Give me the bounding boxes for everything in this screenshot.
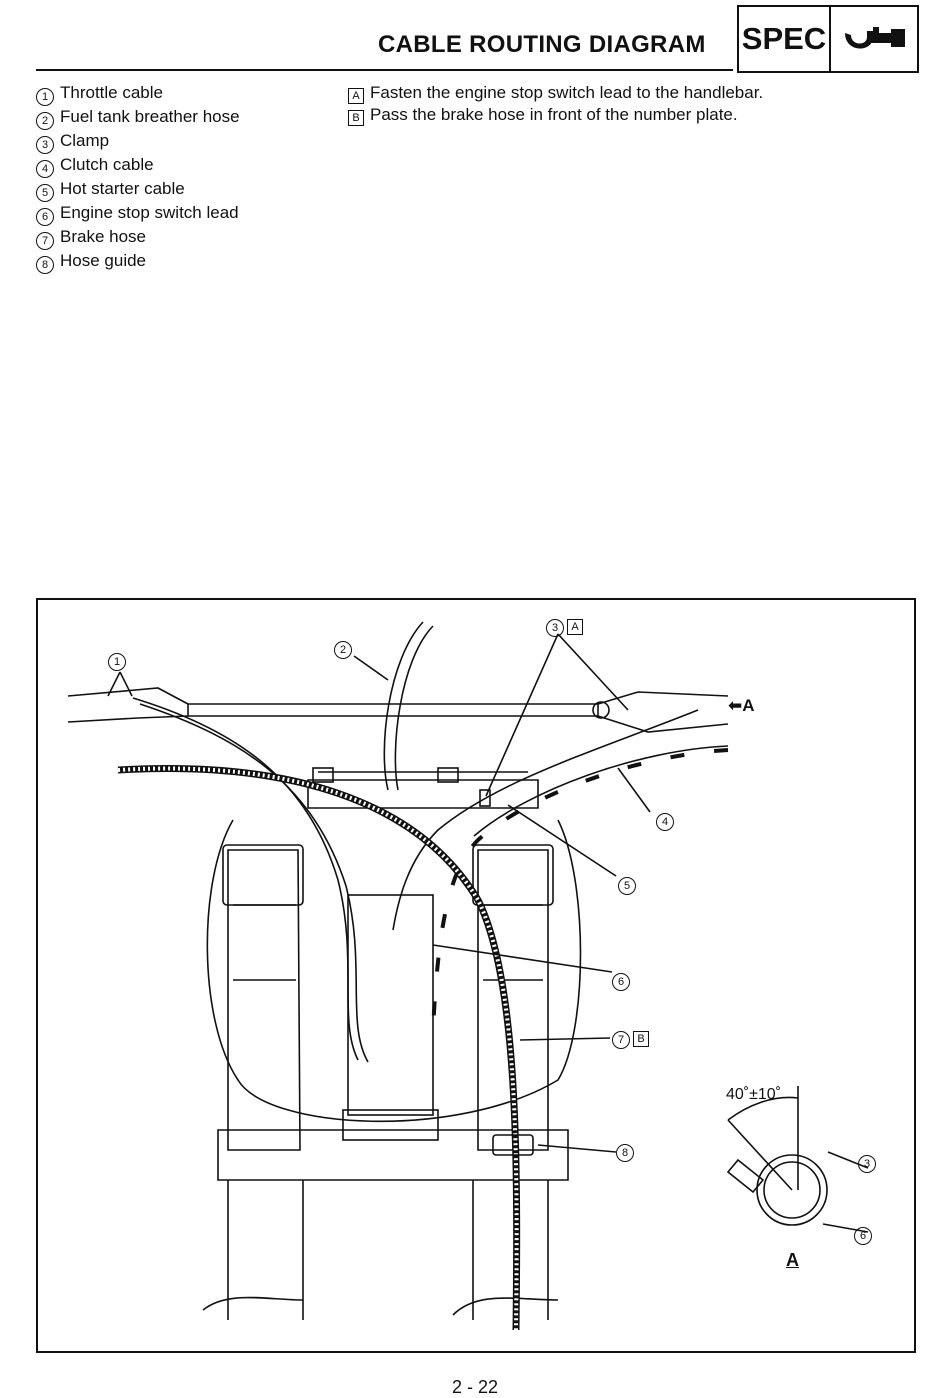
note-item: A Fasten the engine stop switch lead to t… xyxy=(348,82,763,104)
callout-clutch-cable: 4 xyxy=(656,812,674,831)
legend-number: 3 xyxy=(36,136,54,154)
lower-clamp xyxy=(217,1129,569,1181)
note-text: Fasten the engine stop switch lead to th… xyxy=(370,83,764,102)
right-fork xyxy=(477,849,549,1151)
legend-item: 3 Clamp xyxy=(36,130,240,154)
legend-text: Clamp xyxy=(60,131,110,150)
clutch-cable xyxy=(431,748,729,1031)
callout-detail-stop-lead: 6 xyxy=(854,1226,872,1245)
view-arrow-a: ⬅A xyxy=(728,696,755,715)
detail-view-clamp xyxy=(756,1154,828,1226)
handlebar-right xyxy=(597,691,729,733)
note-text: Pass the brake hose in front of the numb… xyxy=(370,105,738,124)
note-letter: A xyxy=(348,88,364,104)
angle-label: 40˚±10˚ xyxy=(726,1086,782,1103)
callout-throttle-cable: 1 xyxy=(108,652,126,671)
steering-stem xyxy=(347,894,434,1116)
legend-number: 8 xyxy=(36,256,54,274)
page-number: 2 - 22 xyxy=(451,1377,499,1397)
legend-text: Hot starter cable xyxy=(60,179,185,198)
note-item: B Pass the brake hose in front of the num… xyxy=(348,104,763,126)
legend-number: 2 xyxy=(36,112,54,130)
legend-text: Brake hose xyxy=(60,227,146,246)
left-fork xyxy=(227,849,301,1151)
legend-item: 7 Brake hose xyxy=(36,226,240,250)
handlebar-left xyxy=(67,687,189,723)
callout-breather-hose: 2 xyxy=(334,640,352,659)
legend-text: Clutch cable xyxy=(60,155,154,174)
note-letter: B xyxy=(348,110,364,126)
spec-label: SPEC xyxy=(739,7,831,71)
routing-notes: A Fasten the engine stop switch lead to t… xyxy=(348,82,763,126)
motorcycle-front-drawing xyxy=(67,621,869,1331)
number-plate xyxy=(206,819,582,1123)
legend-number: 6 xyxy=(36,208,54,226)
legend-number: 4 xyxy=(36,160,54,178)
clamp-marker xyxy=(479,789,491,807)
legend-number: 5 xyxy=(36,184,54,202)
legend-item: 4 Clutch cable xyxy=(36,154,240,178)
legend-text: Throttle cable xyxy=(60,83,163,102)
detail-label: A xyxy=(786,1250,799,1270)
spec-section-box: SPEC xyxy=(737,5,919,73)
callout-detail-clamp: 3 xyxy=(858,1154,876,1173)
parts-legend: 1 Throttle cable 2 Fuel tank breather hose… xyxy=(36,82,240,274)
top-clamp xyxy=(307,779,539,809)
legend-number: 7 xyxy=(36,232,54,250)
legend-item: 2 Fuel tank breather hose xyxy=(36,106,240,130)
legend-number: 1 xyxy=(36,88,54,106)
legend-item: 8 Hose guide xyxy=(36,250,240,274)
callout-hot-starter-cable: 5 xyxy=(618,876,636,895)
legend-text: Engine stop switch lead xyxy=(60,203,239,222)
legend-item: 6 Engine stop switch lead xyxy=(36,202,240,226)
header-rule xyxy=(36,69,733,71)
breather-hose xyxy=(383,621,424,791)
throttle-cable xyxy=(132,697,359,1061)
handlebar-crossbar xyxy=(187,703,599,717)
callout-stop-switch-lead: 6 xyxy=(612,972,630,991)
brake-hose xyxy=(117,765,521,1331)
legend-item: 1 Throttle cable xyxy=(36,82,240,106)
page-title: CABLE ROUTING DIAGRAM xyxy=(378,31,706,58)
hot-starter-cable xyxy=(392,709,699,931)
legend-text: Fuel tank breather hose xyxy=(60,107,240,126)
legend-text: Hose guide xyxy=(60,251,147,270)
callout-hose-guide: 8 xyxy=(616,1143,634,1162)
hose-guide xyxy=(492,1134,534,1156)
legend-item: 5 Hot starter cable xyxy=(36,178,240,202)
wrench-icon xyxy=(845,27,905,49)
